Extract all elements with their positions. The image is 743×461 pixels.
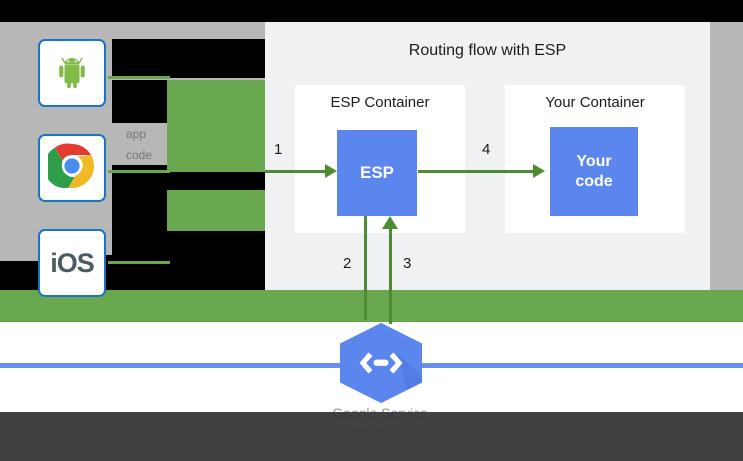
your-code-line-2: code (575, 172, 613, 190)
android-icon (51, 50, 93, 97)
endpoints-caption-line-1: Google Service (332, 405, 428, 421)
arrow-3-head (382, 216, 398, 229)
your-code-line-1: Your (576, 152, 612, 170)
arrow-1-number: 1 (274, 141, 283, 158)
arrow-4-line (418, 170, 533, 173)
ios-label: iOS (50, 247, 95, 278)
redaction-block-2 (112, 80, 167, 123)
redaction-block-1 (112, 39, 267, 78)
ios-icon-tile[interactable]: iOS (38, 229, 106, 297)
chrome-icon-tile[interactable] (38, 134, 106, 202)
arrow-1-line (265, 170, 325, 173)
arrow-3-number: 3 (403, 255, 412, 272)
android-connector (108, 76, 170, 79)
android-icon-tile[interactable] (38, 39, 106, 107)
arrow-3-line (389, 228, 392, 324)
arrow-2-line (364, 216, 367, 320)
arrow-2-number: 2 (343, 255, 352, 272)
diagram-title: Routing flow with ESP (408, 42, 567, 59)
chrome-connector (108, 170, 170, 173)
your-container-label: Your Container (545, 94, 645, 111)
client-caption-line-1: app (126, 127, 147, 141)
your-code-box[interactable]: Your code (550, 127, 638, 216)
chrome-icon (44, 142, 96, 195)
arrow-4-head (533, 164, 545, 178)
cloud-endpoints-hexagon-icon[interactable] (337, 322, 425, 404)
esp-box-label: ESP (359, 163, 395, 182)
client-caption-line-2: code (126, 148, 153, 162)
endpoints-caption-line-2: Control/ESP (341, 424, 419, 440)
top-black-bar (0, 0, 743, 22)
green-divider-band (0, 290, 743, 322)
ios-connector (108, 261, 170, 264)
arrow-4-number: 4 (482, 141, 491, 158)
left-green-block (167, 80, 265, 261)
arrow-1-head (325, 164, 337, 178)
your-code-label: Your code (575, 152, 612, 192)
endpoints-caption: Google Service Control/ESP (255, 404, 505, 442)
redaction-block-4 (112, 172, 267, 190)
esp-container-label: ESP Container (330, 94, 430, 111)
redaction-block-7 (106, 255, 267, 271)
esp-service-box[interactable]: ESP (337, 130, 417, 216)
dark-footer-band (0, 412, 743, 461)
